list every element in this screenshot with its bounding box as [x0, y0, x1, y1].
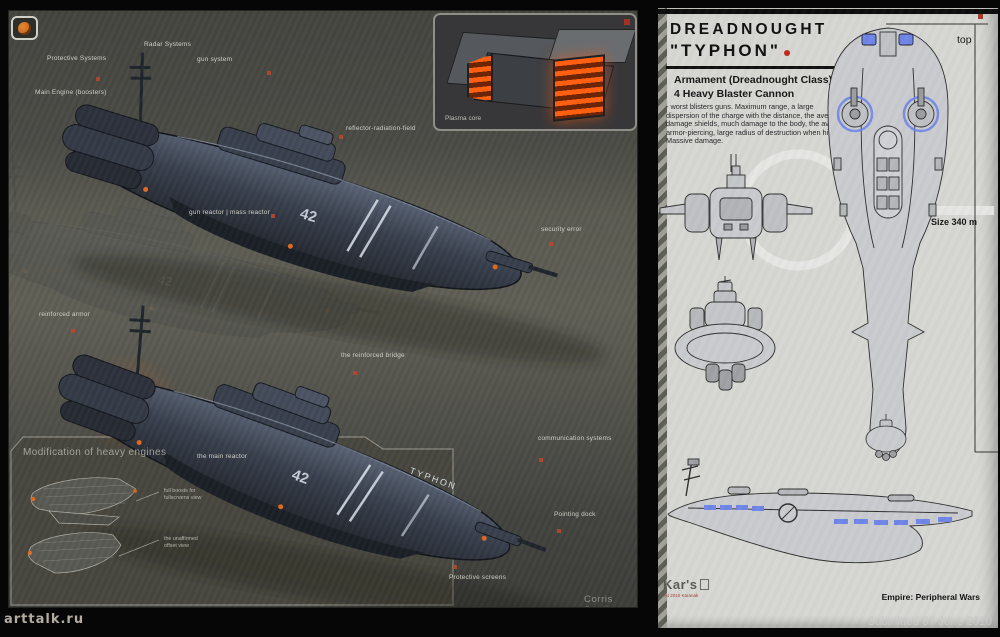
ship-render-canvas: 42 TYPHON — [9, 35, 605, 607]
red-marker-dot — [96, 77, 100, 81]
submitted-date: Submitted 07 June 2010 — [867, 616, 992, 628]
red-marker-dot — [71, 329, 75, 333]
side-view-drawing — [667, 458, 973, 564]
red-marker-dot — [453, 565, 457, 569]
callout-reflector: reflector-radiation-field — [346, 125, 416, 132]
callout-communication: communication systems — [538, 435, 612, 442]
red-marker-dot — [557, 529, 561, 533]
red-dot-icon — [783, 50, 790, 56]
red-marker-dot — [339, 135, 343, 139]
callout-reinforced-bridge: the reinforced bridge — [341, 352, 405, 359]
mod-callout-leaders — [118, 491, 160, 557]
armament-heading: Armament (Dreadnought Class) : 4 Heavy B… — [674, 74, 839, 100]
mod-ship-b — [27, 532, 122, 574]
ship-name: "TYPHON" — [670, 41, 790, 61]
empire-label: Empire: Peripheral Wars — [881, 592, 980, 602]
title-underline — [666, 66, 836, 69]
dimension-lines — [730, 23, 998, 453]
studio-credit: Corris Studio — [584, 594, 614, 607]
size-label: Size 340 m — [931, 217, 978, 227]
spec-sheet: DREADNOUGHT "TYPHON" Armament (Dreadnoug… — [658, 8, 998, 628]
red-square-marker-icon — [978, 14, 983, 19]
callout-security: security error — [541, 226, 582, 233]
rear-view-drawing — [674, 276, 776, 391]
mod-callout-1: full boosts for fullscreens view — [164, 488, 202, 501]
mod-callout-2: the unaffirmed offset view — [164, 536, 198, 549]
view-label-top: top — [957, 34, 972, 46]
front-view-drawing — [659, 154, 813, 261]
mod-ship-a — [30, 477, 137, 526]
callout-reinforced-armor: reinforced armor — [39, 311, 90, 318]
plasma-vent-icon — [553, 54, 605, 122]
small-bottom-view-drawing — [865, 414, 907, 461]
callout-protective-screens: Protective screens — [449, 574, 507, 581]
render-panel: 42 TYPHON — [8, 10, 638, 608]
callout-gun-reactor: gun reactor | mass reactor — [189, 209, 270, 216]
red-marker-dot — [271, 214, 275, 218]
plasma-core-inset: Plasma core — [433, 13, 637, 131]
red-marker-dot — [539, 458, 543, 462]
callout-protective-systems: Protective Systems — [47, 55, 107, 62]
artist-logo-box-icon — [699, 579, 709, 590]
callout-pointing-dock: Pointing dock — [554, 511, 596, 518]
red-marker-dot — [353, 371, 357, 375]
red-marker-dot — [549, 242, 553, 246]
artist-logo: Kar's est 2010 Karanak — [663, 576, 709, 598]
callout-radar-systems: Radar Systems — [144, 41, 192, 48]
sheet-title: DREADNOUGHT — [670, 21, 828, 38]
armament-description: - worst blisters guns. Maximum range, a … — [666, 102, 848, 146]
callout-main-engine: Main Engine (boosters) — [35, 89, 107, 96]
hazard-stripe-border — [658, 8, 667, 628]
red-square-marker-icon — [624, 19, 630, 25]
inset-label: Plasma core — [445, 115, 482, 122]
top-view-drawing — [827, 27, 949, 457]
studio-logo-icon — [11, 16, 38, 40]
red-marker-dot — [267, 71, 271, 75]
callout-main-reactor: the main reactor — [197, 453, 248, 460]
mod-box-title: Modification of heavy engines — [23, 447, 167, 458]
site-watermark-link[interactable]: arttalk.ru — [4, 612, 85, 627]
blueprint-canvas — [659, 23, 998, 564]
sheet-top-rule — [658, 9, 998, 14]
callout-gun-system: gun system — [197, 56, 233, 63]
